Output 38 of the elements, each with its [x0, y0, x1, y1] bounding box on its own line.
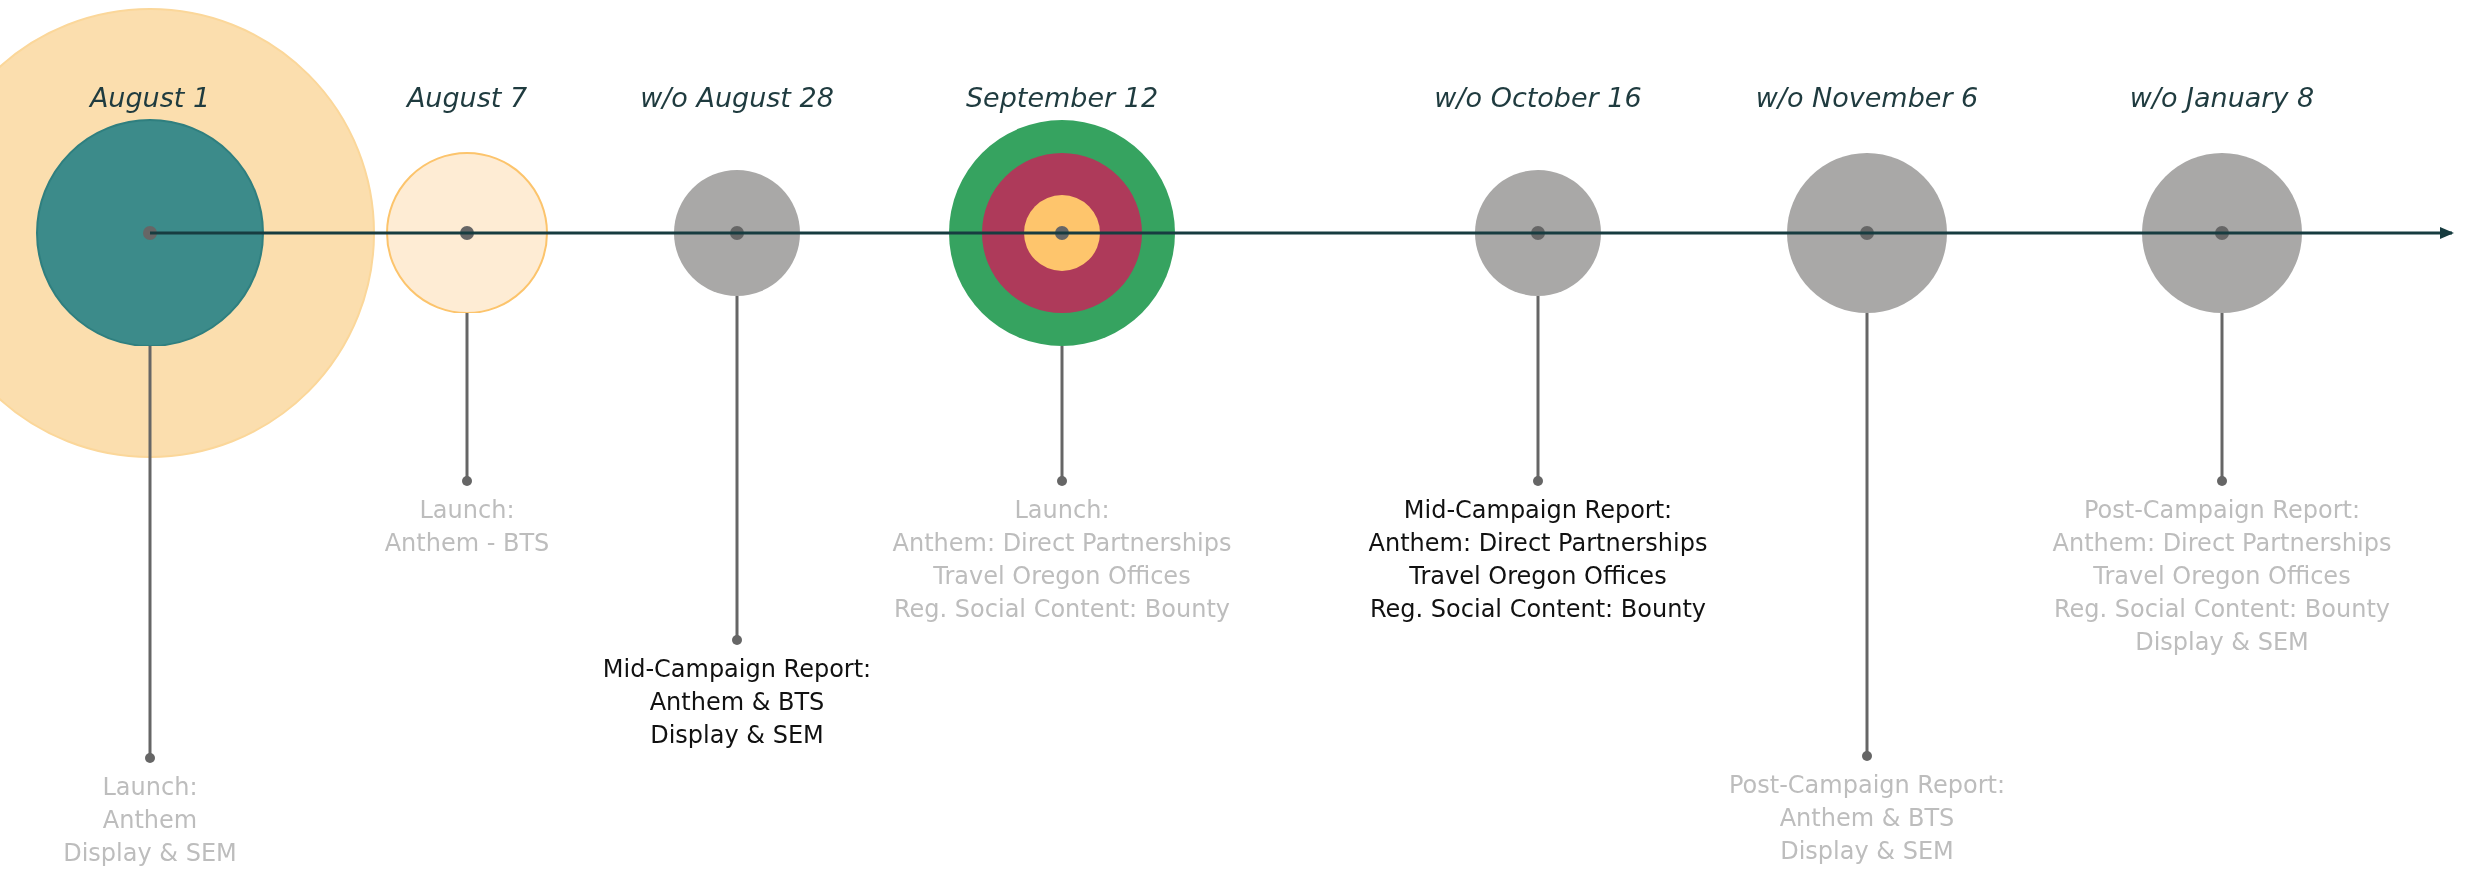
- milestone-note: Post-Campaign Report:: [1727, 770, 2006, 801]
- date-label: August 1: [88, 82, 212, 113]
- date-label: w/o October 16: [1433, 82, 1643, 113]
- milestone-note: Travel Oregon Offices: [932, 561, 1192, 592]
- leader-line: [462, 313, 472, 486]
- milestone-note: Mid-Campaign Report:: [1402, 495, 1674, 526]
- milestone-note: Anthem & BTS: [648, 687, 826, 718]
- milestone-note: Mid-Campaign Report:: [601, 654, 873, 685]
- date-label: w/o January 8: [2128, 82, 2316, 113]
- date-label: September 12: [964, 82, 1160, 113]
- leader-line: [1533, 296, 1543, 486]
- leader-line: [2217, 313, 2227, 486]
- milestone-note: Reg. Social Content: Bounty: [1369, 594, 1707, 625]
- leader-line: [1862, 313, 1872, 761]
- milestone-note: Reg. Social Content: Bounty: [893, 594, 1231, 625]
- milestone-note: Launch:: [101, 772, 199, 803]
- milestone-note: Launch:: [1013, 495, 1111, 526]
- milestone-note: Display & SEM: [62, 838, 238, 869]
- date-label: w/o August 28: [639, 82, 835, 113]
- milestone-note: Anthem: [101, 805, 199, 836]
- leader-line: [732, 296, 742, 645]
- milestone-note: Post-Campaign Report:: [2082, 495, 2361, 526]
- milestone-note: Travel Oregon Offices: [2092, 561, 2352, 592]
- milestone-note: Display & SEM: [1779, 836, 1955, 867]
- date-label: August 7: [405, 82, 529, 113]
- milestone-note: Anthem: Direct Partnerships: [2051, 528, 2393, 559]
- milestone-note: Launch:: [418, 495, 516, 526]
- milestone-note: Display & SEM: [649, 720, 825, 751]
- milestone-note: Travel Oregon Offices: [1408, 561, 1668, 592]
- milestone-note: Anthem: Direct Partnerships: [1367, 528, 1709, 559]
- milestone-note: Anthem: Direct Partnerships: [891, 528, 1233, 559]
- leader-line: [145, 346, 155, 763]
- date-label: w/o November 6: [1754, 82, 1980, 113]
- milestone-note: Anthem & BTS: [1778, 803, 1956, 834]
- leader-line: [1057, 346, 1067, 486]
- milestone-note: Display & SEM: [2134, 627, 2310, 658]
- milestone-note: Reg. Social Content: Bounty: [2053, 594, 2391, 625]
- milestone-note: Anthem - BTS: [383, 528, 551, 559]
